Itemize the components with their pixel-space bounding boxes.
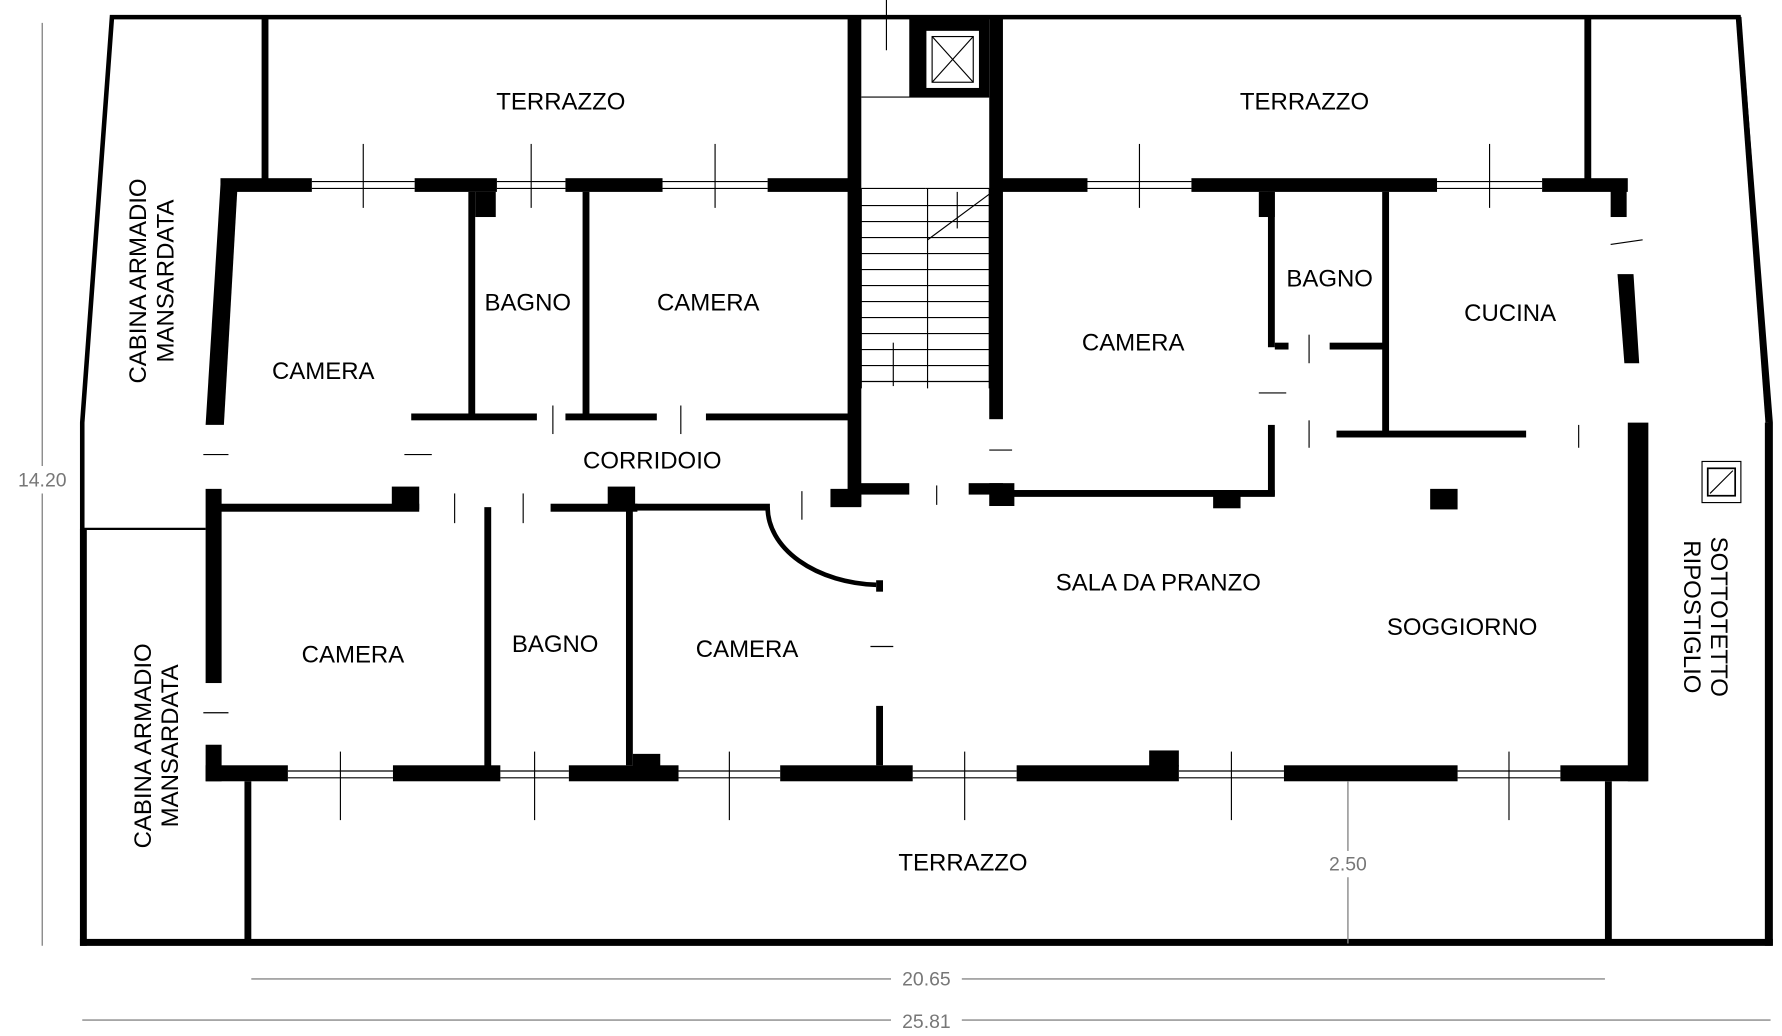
roof-hatch-icon: [1701, 460, 1742, 504]
label-bagno-1: BAGNO: [484, 290, 571, 317]
label-camera-2: CAMERA: [657, 290, 760, 317]
outer-boundary: [79, 14, 1773, 946]
dimension-inner-width: 20.65: [902, 969, 951, 991]
label-cabina-bottom-2: MANSARDATA: [157, 664, 184, 827]
label-camera-5: CAMERA: [696, 636, 799, 663]
label-bagno-3: BAGNO: [512, 631, 599, 658]
label-soggiorno: SOGGIORNO: [1387, 614, 1537, 641]
door-markers: [203, 239, 1643, 714]
dimension-height: 14.20: [18, 470, 67, 492]
label-terrazzo-top-left: TERRAZZO: [496, 89, 625, 116]
dimension-total-width: 25.81: [902, 1011, 951, 1033]
dimension-lines: [41, 22, 1771, 1021]
label-bagno-2: BAGNO: [1286, 266, 1373, 293]
label-cabina-top: CABINA ARMADIO: [125, 178, 152, 383]
label-sala-da-pranzo: SALA DA PRANZO: [1056, 570, 1261, 597]
label-camera-4: CAMERA: [302, 641, 405, 668]
label-terrazzo-bottom: TERRAZZO: [898, 849, 1027, 876]
label-corridoio: CORRIDOIO: [583, 447, 722, 474]
label-cabina-bottom: CABINA ARMADIO: [130, 643, 157, 848]
label-camera-1: CAMERA: [272, 358, 375, 385]
label-camera-3: CAMERA: [1082, 330, 1185, 357]
label-cucina: CUCINA: [1464, 300, 1556, 327]
label-terrazzo-top-right: TERRAZZO: [1240, 89, 1369, 116]
label-sottotetto: SOTTOTETTO: [1705, 537, 1732, 697]
walls: [205, 0, 1649, 782]
label-ripostiglio: RIPOSTIGLIO: [1678, 540, 1705, 693]
windows: [287, 143, 1561, 821]
label-cabina-top-2: MANSARDATA: [153, 200, 180, 363]
stairs: [860, 187, 990, 389]
dimension-terrace-depth: 2.50: [1329, 853, 1367, 875]
